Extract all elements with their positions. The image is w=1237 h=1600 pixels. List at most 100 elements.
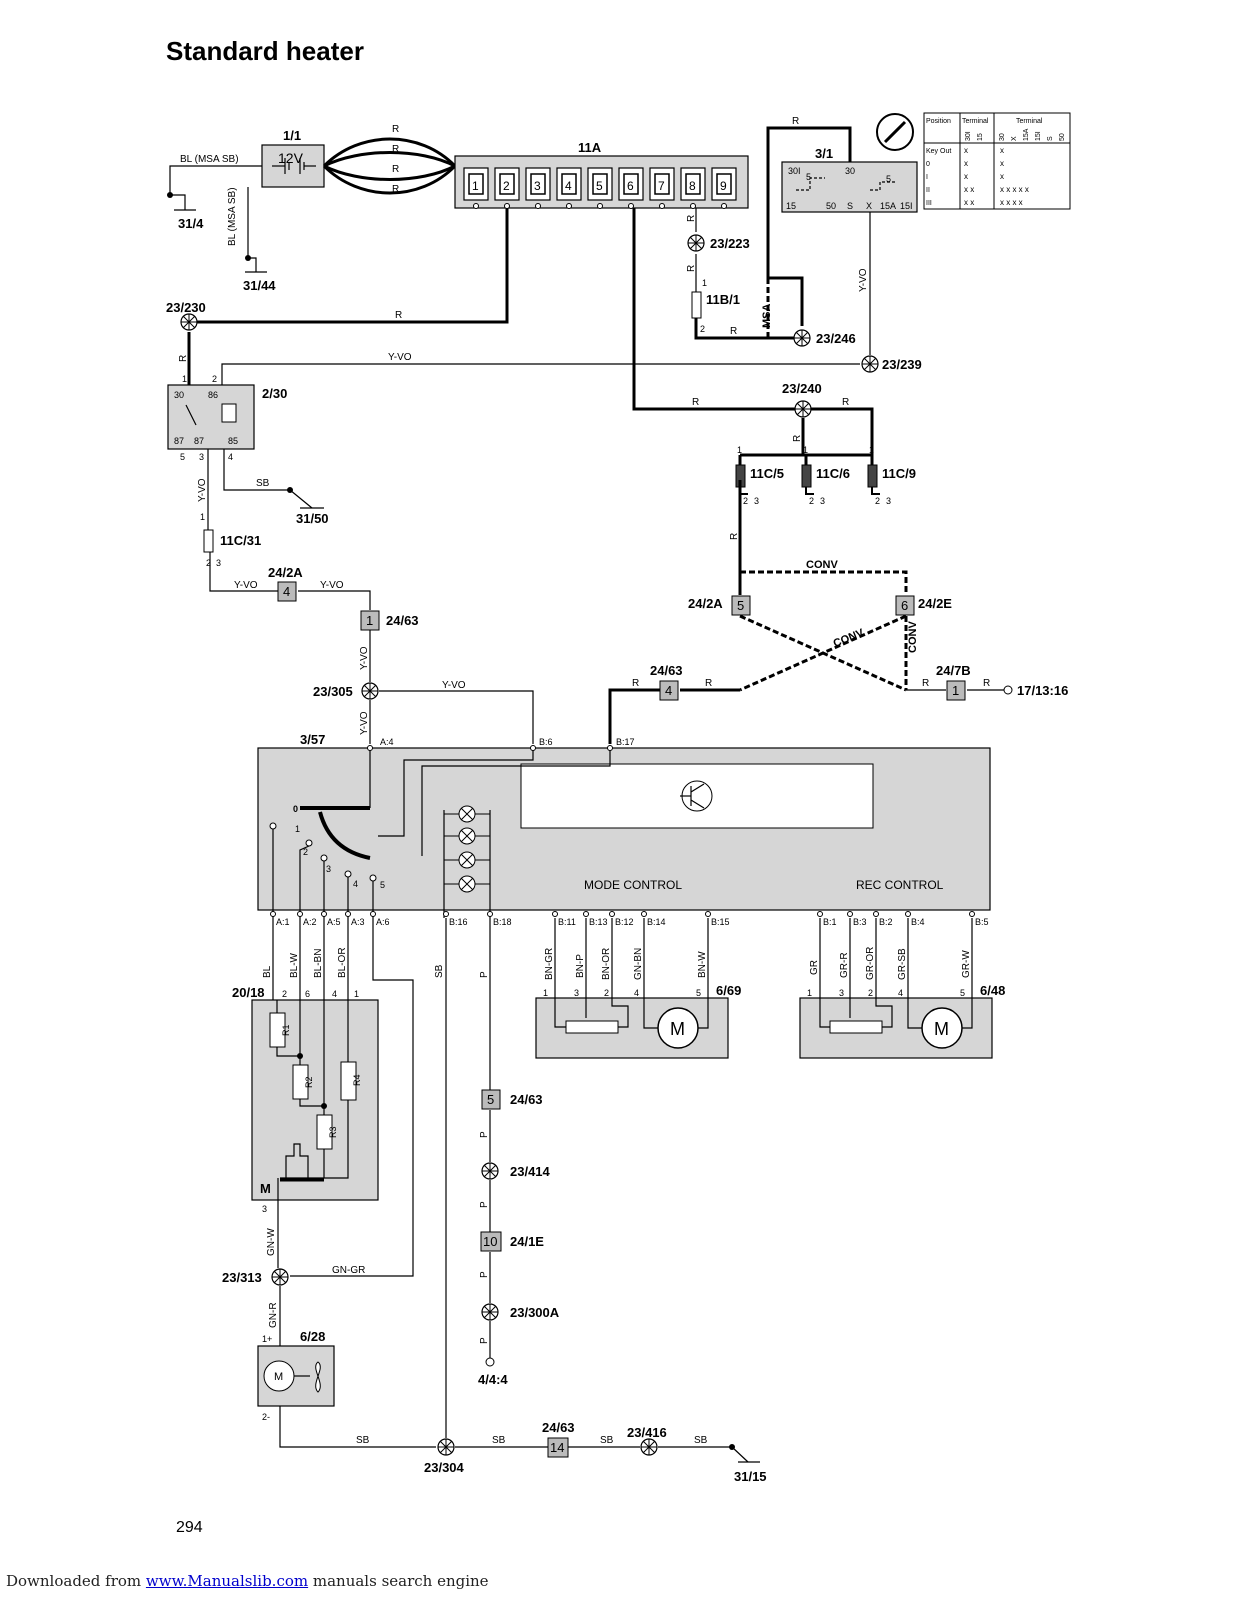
wire-label-r-mid-a: R	[705, 678, 712, 689]
fuse-11c-1-pin3: 3	[820, 496, 825, 506]
wire-label-conv-1: CONV	[806, 559, 838, 571]
wire-label-gn-gr: GN-GR	[332, 1265, 365, 1276]
fuse-11b-pin2: 2	[700, 324, 705, 334]
connector-24-63-top-number: 1	[366, 613, 373, 628]
fuse-11c-2-pin1: 1	[869, 445, 874, 455]
splice-23-230	[180, 313, 198, 331]
download-footer: Downloaded from www.Manualslib.com manua…	[6, 1572, 489, 1590]
fan-res-pin-3: 3	[262, 1204, 267, 1214]
splice-23-300a-label: 23/300A	[510, 1305, 560, 1320]
rec-motor-pin-1: 1	[807, 988, 812, 998]
conn-24-7b-label: 24/7B	[936, 663, 971, 678]
fan-motor-6-28: 6/28 1+ 2- M	[257, 1329, 335, 1422]
pin-b17: B:17	[616, 737, 635, 747]
fuse-11b-1-label: 11B/1	[706, 292, 740, 307]
relay-id: 2/30	[262, 386, 287, 401]
wire-label-p-3: P	[479, 1201, 490, 1208]
wire-label-gr-or: GR-OR	[865, 947, 876, 980]
wire-label-yvo-d: Y-VO	[442, 680, 466, 691]
page-number: 294	[176, 1519, 203, 1536]
splice-23-230-label: 23/230	[166, 300, 206, 315]
footer-link[interactable]: www.Manualslib.com	[145, 1572, 309, 1590]
connector-24-63-mid-number: 4	[665, 683, 672, 698]
fan-res-pin-2: 2	[282, 989, 287, 999]
fuse-11c-31	[203, 529, 214, 553]
switch-pos-0: 0	[293, 804, 298, 814]
fuse-11c-2-label: 11C/9	[882, 466, 916, 481]
fuse-number-9: 9	[720, 179, 727, 193]
ign-table-row-pos-0: Key Out	[926, 148, 951, 155]
ign-table-rcol-5: 50	[1059, 133, 1066, 141]
fuse-cell-7: 7	[649, 167, 675, 209]
rec-motor-6-48: 6/48 1 3 2 4 5 M	[799, 983, 1005, 1059]
connector-24-7b-number: 1	[952, 683, 959, 698]
pin-b16: B:16	[449, 917, 468, 927]
ign-table-row-l-3: x x	[964, 185, 974, 194]
page-title: Standard heater	[166, 36, 364, 66]
wire-label-conv-2: CONV	[832, 627, 867, 650]
fuse-11c-31-label: 11C/31	[220, 533, 261, 548]
pin-a4: A:4	[380, 737, 394, 747]
switch-pos-2: 2	[303, 847, 308, 857]
wire-label-gr-w: GR-W	[961, 950, 972, 978]
ign-table-row-r-1: x	[1000, 159, 1004, 168]
fuse-cell-1: 1	[463, 167, 489, 209]
wire-label-r-ign: R	[792, 116, 799, 127]
splice-23-414-label: 23/414	[510, 1164, 551, 1179]
wire-label-msa: MSA	[761, 304, 773, 329]
pin-b14: B:14	[647, 917, 666, 927]
connector-24-63-mid: 4	[659, 680, 679, 701]
wire-label-r-240a: R	[692, 397, 699, 408]
wire-label-r-240c: R	[792, 435, 803, 442]
wire-label-r-223: R	[686, 215, 697, 222]
rec-motor-pin-4: 4	[898, 988, 903, 998]
ign-table-row-l-1: x	[964, 159, 968, 168]
fuse-number-1: 1	[472, 179, 479, 193]
wire-label-bl-w: BL-W	[289, 952, 300, 978]
pin-b1: B:1	[823, 917, 837, 927]
pin-b6: B:6	[539, 737, 553, 747]
wire-label-conv-3: CONV	[907, 621, 919, 653]
connector-24-2a-left: 4	[277, 581, 297, 602]
ign-table-lcol-1: 15	[977, 133, 984, 141]
resistor-r4-label: R4	[352, 1074, 362, 1086]
ign-table-row-r-3: x x x x x	[1000, 185, 1029, 194]
relay-pin-87a: 87	[174, 436, 184, 446]
pin-b18: B:18	[493, 917, 512, 927]
ign-table-rcol-3: 15I	[1035, 131, 1042, 141]
fuse-11c-2	[867, 464, 878, 488]
splice-23-239-label: 23/239	[882, 357, 922, 372]
splice-23-416-label: 23/416	[627, 1425, 667, 1440]
wire-label-r-240b: R	[842, 397, 849, 408]
connector-24-2e-number: 6	[901, 598, 908, 613]
relay-wire-pin-1: 1	[182, 374, 187, 384]
mode-motor-pin-4: 4	[634, 988, 639, 998]
wire-label-gr: GR	[809, 960, 820, 975]
ign-table-rcol-0: 30	[999, 133, 1006, 141]
fan-motor-pin-pos: 1+	[262, 1334, 272, 1344]
wire-label-gn-r: GN-R	[268, 1302, 279, 1328]
ign-term-s: S	[847, 201, 853, 211]
mode-potentiometer	[565, 1020, 619, 1034]
pin-b2: B:2	[879, 917, 893, 927]
relay-wire-pin-5: 5	[180, 452, 185, 462]
splice-23-300a	[481, 1303, 499, 1321]
mode-motor-6-69: 6/69 1 3 2 4 5 M	[535, 983, 741, 1059]
wire-label-sb-2: SB	[492, 1435, 506, 1446]
battery-group: 1/1 12V	[261, 128, 325, 188]
splice-23-416	[640, 1438, 658, 1456]
ign-term-15a: 15A	[880, 201, 896, 211]
ign-term-30i: 30I	[788, 166, 801, 176]
fuse-11c-2-pin2: 2	[875, 496, 880, 506]
pin-a3: A:3	[351, 917, 365, 927]
ext-4-4-4: 4/4:4	[478, 1372, 508, 1387]
ign-term-15i: 15I	[900, 201, 913, 211]
ext-terminal-17-13-16	[1003, 685, 1013, 695]
relay-pin-85: 85	[228, 436, 238, 446]
fuse-cell-5: 5	[587, 167, 613, 209]
pin-a2: A:2	[303, 917, 317, 927]
ground-31-50: 31/50	[296, 511, 329, 526]
rec-control-label: REC CONTROL	[856, 878, 944, 892]
ext-terminal-4-4-4	[485, 1357, 495, 1367]
